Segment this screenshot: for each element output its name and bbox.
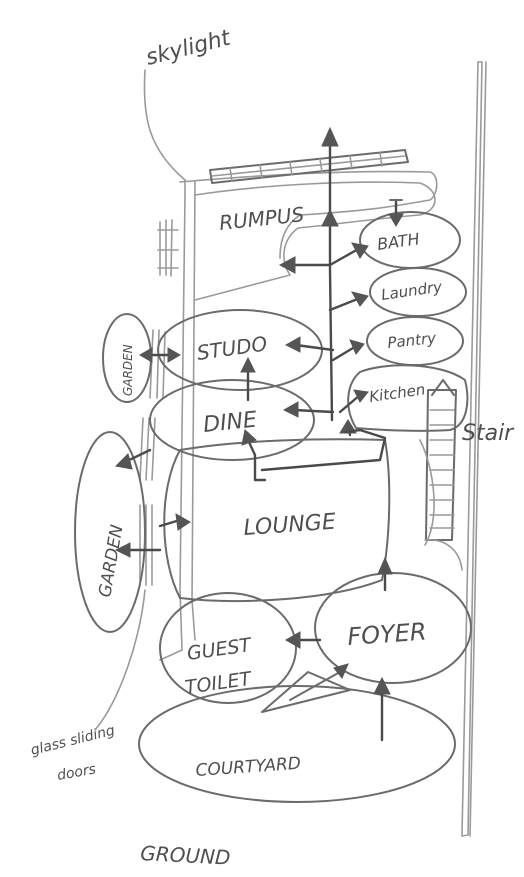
skylight-strip: [209, 149, 409, 184]
label-foyer: FOYER: [346, 618, 427, 651]
label-garden-upper: GARDEN: [121, 344, 135, 396]
circulation-arrows: [114, 126, 404, 742]
room-bubbles: [74, 181, 472, 803]
label-toilet: TOILET: [184, 668, 254, 699]
lounge-bubble: [163, 438, 391, 602]
label-ground: GROUND: [140, 841, 231, 870]
room-labels: skylight RUMPUS BATH Laundry Pantry Kitc…: [29, 25, 515, 869]
label-laundry: Laundry: [380, 277, 444, 303]
glass-doors-pointer: [94, 589, 146, 731]
right-wall: [461, 61, 487, 837]
label-courtyard: COURTYARD: [195, 754, 302, 781]
studio-bubble: [157, 309, 323, 391]
label-glass-doors-2: doors: [56, 761, 97, 784]
stair-symbol: [419, 379, 463, 571]
label-guest: GUEST: [186, 634, 254, 665]
label-kitchen: Kitchen: [368, 380, 426, 406]
label-studio: STUDO: [195, 331, 268, 365]
dine-bubble: [149, 379, 315, 461]
laundry-bubble: [369, 267, 467, 317]
label-bath: BATH: [376, 229, 421, 254]
label-lounge: LOUNGE: [243, 510, 337, 541]
label-dine: DINE: [202, 407, 258, 437]
label-rumpus: RUMPUS: [218, 202, 306, 235]
label-stair: Stair: [462, 421, 515, 446]
foyer-bubble: [314, 572, 472, 684]
label-pantry: Pantry: [387, 329, 438, 352]
garden-lower-bubble: [74, 431, 146, 633]
guest-toilet-bubble: [159, 592, 297, 704]
label-glass-doors-1: glass sliding: [29, 723, 116, 759]
kitchen-bubble: [347, 364, 469, 432]
label-skylight: skylight: [143, 25, 234, 70]
courtyard-bubble: [138, 685, 456, 803]
label-garden-lower: GARDEN: [95, 523, 127, 599]
